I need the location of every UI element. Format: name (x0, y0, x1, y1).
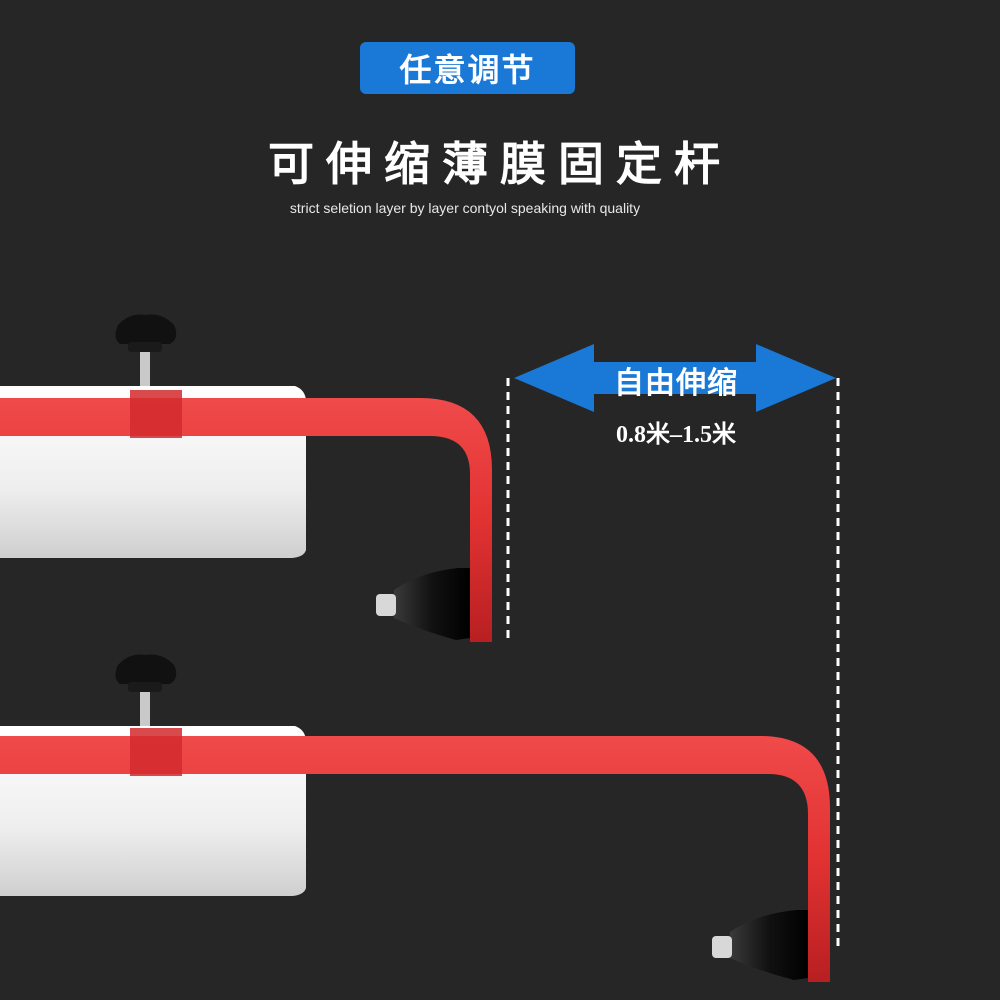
length-range-label: 0.8米–1.5米 (616, 422, 736, 448)
double-arrow-icon (514, 344, 836, 412)
adjustable-badge: 任意调节 (360, 42, 575, 94)
extended-rod-assembly (0, 654, 830, 982)
top-knob (115, 314, 177, 386)
telescopic-label: 自由伸缩 (614, 366, 738, 401)
bottom-red-rod (0, 736, 830, 982)
bottom-rubber-foot (712, 910, 808, 980)
page-title: 可伸缩薄膜固定杆 (268, 137, 732, 191)
page-subtitle: strict seletion layer by layer contyol s… (289, 200, 641, 216)
top-rubber-foot (376, 568, 470, 640)
top-red-rod (0, 398, 492, 642)
bottom-knob (115, 654, 177, 726)
short-rod-assembly (0, 314, 492, 642)
